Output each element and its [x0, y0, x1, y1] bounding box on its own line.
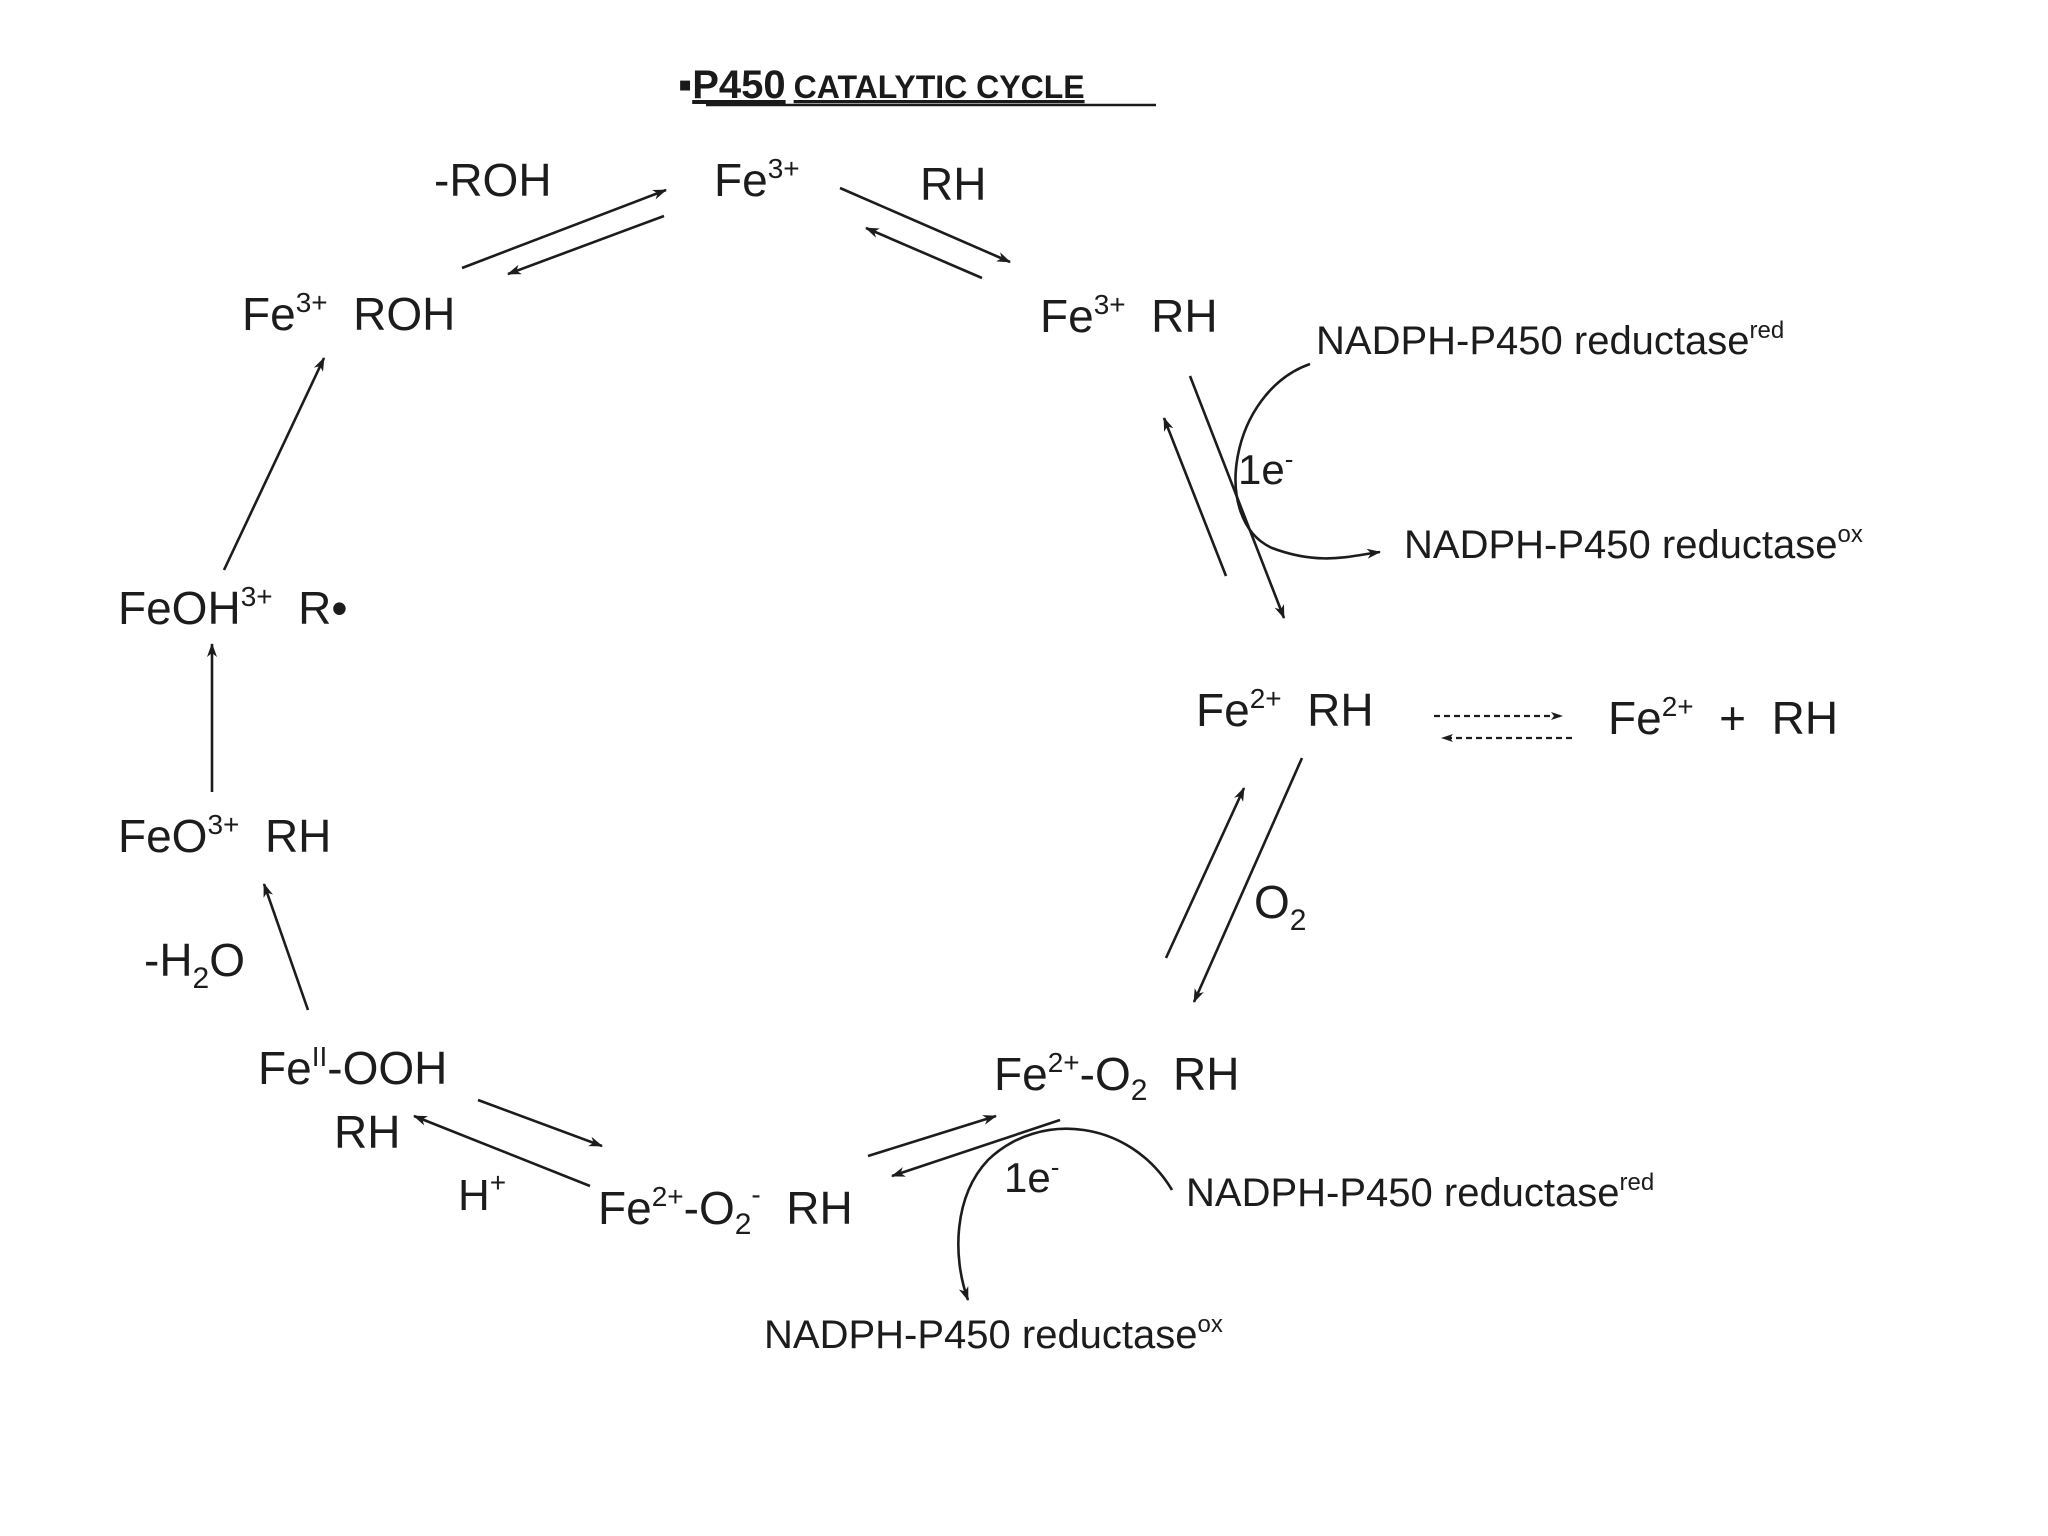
label-o2: O2 [1254, 876, 1306, 937]
title-sub: CATALYTIC CYCLE [794, 69, 1085, 105]
arrow-fe3roh-to-fe3 [461, 188, 667, 270]
arrow-1e-upper [1234, 362, 1381, 560]
title-bullet: ▪ [678, 63, 692, 107]
species-fe2-o2-minus-rh: Fe2+-O2- RH [598, 1179, 853, 1241]
label-rh-top: RH [920, 158, 986, 210]
label-h-plus: H+ [458, 1167, 506, 1220]
title-main: P450 [692, 63, 785, 107]
label-1e-upper: 1e- [1238, 444, 1293, 493]
label-reductase-ox-lower: NADPH-P450 reductaseox [764, 1311, 1223, 1357]
arrow-fe2o2m-to-feiiooh [413, 1114, 591, 1188]
species-feii-ooh: FeII-OOH [258, 1041, 447, 1094]
arrow-feoh3r-to-fe3roh [222, 357, 326, 571]
species-fe3-rh: Fe3+ RH [1040, 289, 1218, 342]
arrow-fe2o2m-to-fe2o2 [867, 1114, 997, 1158]
arrow-fe2o2rh-to-fe2rh [1164, 787, 1246, 959]
arrow-fe2rh-to-fe2o2rh [1192, 757, 1304, 1003]
species-fe3-roh: Fe3+ ROH [242, 287, 455, 340]
arrow-fe3rh-to-fe3 [865, 226, 983, 280]
label-reductase-ox-upper: NADPH-P450 reductaseox [1404, 521, 1863, 567]
label-minus-roh: -ROH [434, 154, 552, 206]
species-feoh3-r: FeOH3+ R• [118, 581, 348, 634]
species-fe3: Fe3+ [714, 153, 800, 206]
arrow-fe3-to-fe3roh [507, 214, 665, 276]
species-fe2-plus-rh: Fe2+ + RH [1608, 691, 1838, 744]
arrow-1e-lower [957, 1127, 1174, 1301]
label-1e-lower: 1e- [1004, 1152, 1059, 1201]
arrow-fe2rh-to-fe3rh [1162, 417, 1228, 577]
species-feo3-rh: FeO3+ RH [118, 809, 331, 862]
species-feii-ooh-rh: RH [334, 1106, 400, 1158]
label-minus-h2o: -H2O [144, 934, 245, 995]
label-reductase-red-upper: NADPH-P450 reductasered [1316, 317, 1784, 363]
arrow-fe3-to-fe3rh [839, 186, 1011, 264]
label-reductase-red-lower: NADPH-P450 reductasered [1186, 1169, 1654, 1215]
arrow-feiiooh-to-feo3rh [262, 883, 310, 1011]
arrow-fe2o2-to-fe2o2m [891, 1118, 1061, 1178]
species-fe2-rh: Fe2+ RH [1196, 683, 1374, 736]
species-fe2-o2-rh: Fe2+-O2 RH [994, 1047, 1239, 1107]
arrow-feiiooh-to-fe2o2m [477, 1098, 603, 1148]
